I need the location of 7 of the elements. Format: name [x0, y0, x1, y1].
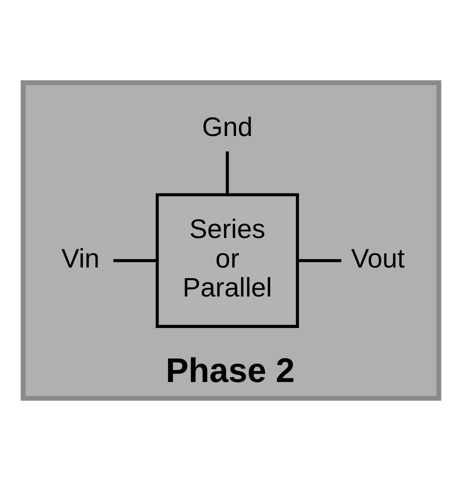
- connector: [298, 259, 342, 262]
- node-text: Vin: [61, 243, 100, 274]
- node-box: Series or Parallel: [156, 193, 299, 328]
- node-text: Gnd: [202, 112, 253, 142]
- connector: [113, 259, 158, 262]
- connector: [226, 151, 229, 194]
- node-text: Vout: [351, 243, 405, 274]
